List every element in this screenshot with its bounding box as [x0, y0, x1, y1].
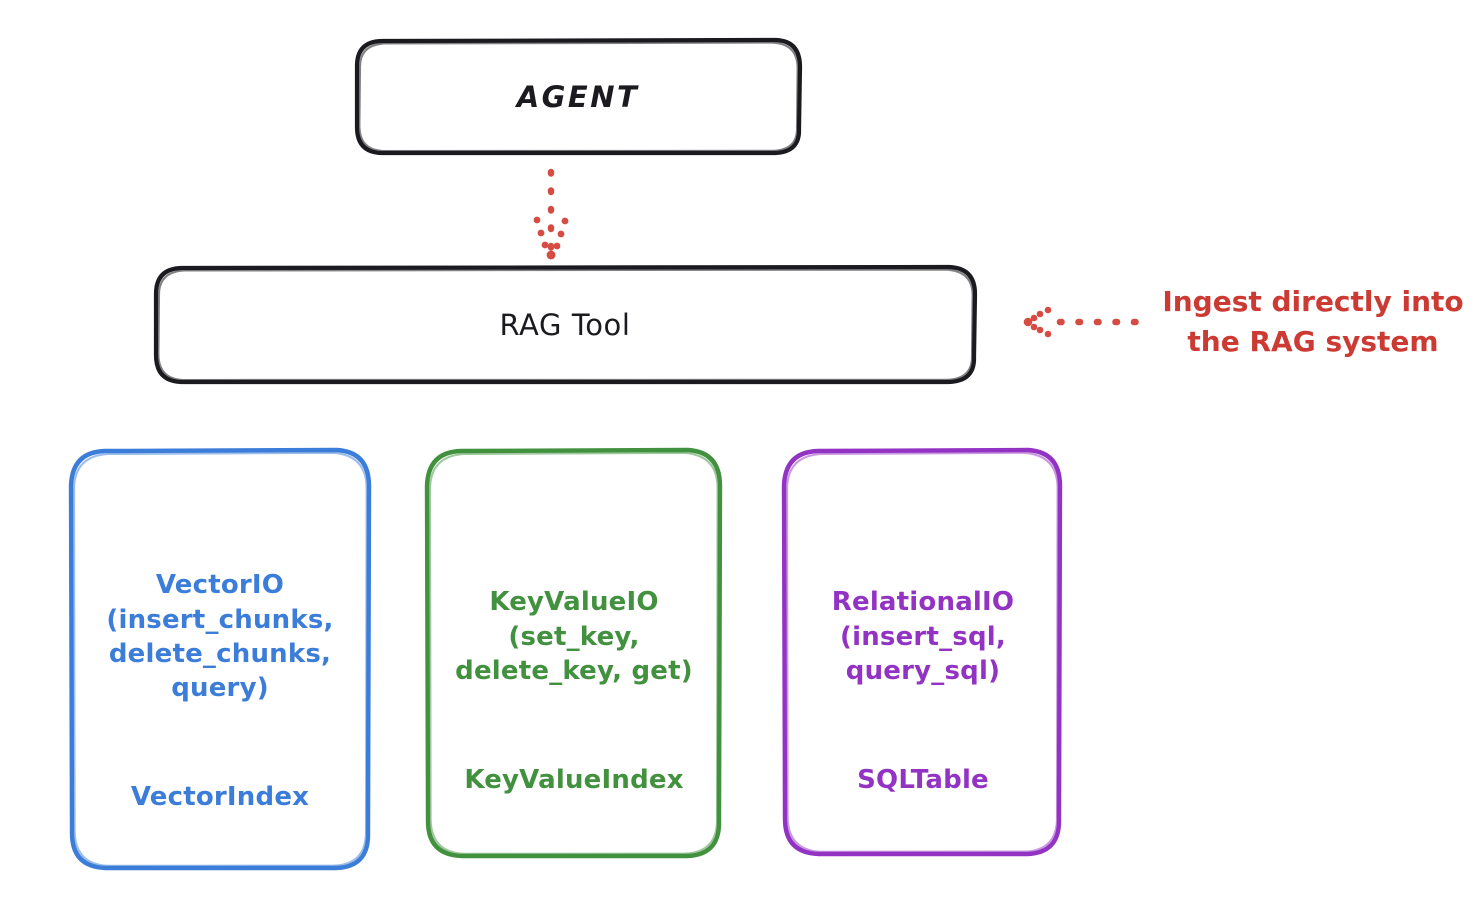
- vector-io-box-outline: [68, 447, 372, 871]
- vector-io-box-outline-sketch: [72, 451, 368, 867]
- rag-tool-box-outline-sketch: [157, 268, 974, 382]
- agent-node[interactable]: [354, 37, 803, 156]
- arrowhead-dot: [1044, 330, 1052, 338]
- arrowhead-dot: [1044, 306, 1052, 314]
- relational-io-node[interactable]: [781, 447, 1063, 857]
- key-value-io-box-outline: [424, 447, 723, 859]
- arrowhead-dot: [553, 242, 561, 250]
- vector-io-node[interactable]: [68, 447, 372, 871]
- arrowhead-dot: [541, 241, 549, 249]
- ingest-dotted-arrow: [1023, 306, 1146, 338]
- agent-box-outline: [354, 37, 803, 156]
- arrowhead-dot: [561, 217, 569, 225]
- arrowhead-dot: [1036, 326, 1044, 334]
- arrowhead-dot: [1036, 310, 1044, 318]
- ingest-annotation-text: Ingest directly into the RAG system: [1162, 285, 1464, 358]
- arrowhead-tip: [1023, 317, 1033, 327]
- arrowhead-dot: [1030, 314, 1038, 322]
- agent-box-outline-sketch: [358, 41, 799, 153]
- arrowhead-dot: [533, 216, 541, 224]
- relational-io-box-outline-sketch: [785, 451, 1059, 853]
- arrowhead-dot: [557, 230, 565, 238]
- key-value-io-node[interactable]: [424, 447, 723, 859]
- agent-to-rag-dotted-arrow: [533, 168, 569, 260]
- rag-tool-box-outline: [153, 264, 978, 385]
- arrowhead-dot: [537, 229, 545, 237]
- arrowhead-tip: [546, 250, 556, 260]
- arrowhead-dot: [1030, 323, 1038, 331]
- relational-io-box-outline: [781, 447, 1063, 857]
- key-value-io-box-outline-sketch: [428, 451, 719, 855]
- rag-tool-node[interactable]: [153, 264, 978, 385]
